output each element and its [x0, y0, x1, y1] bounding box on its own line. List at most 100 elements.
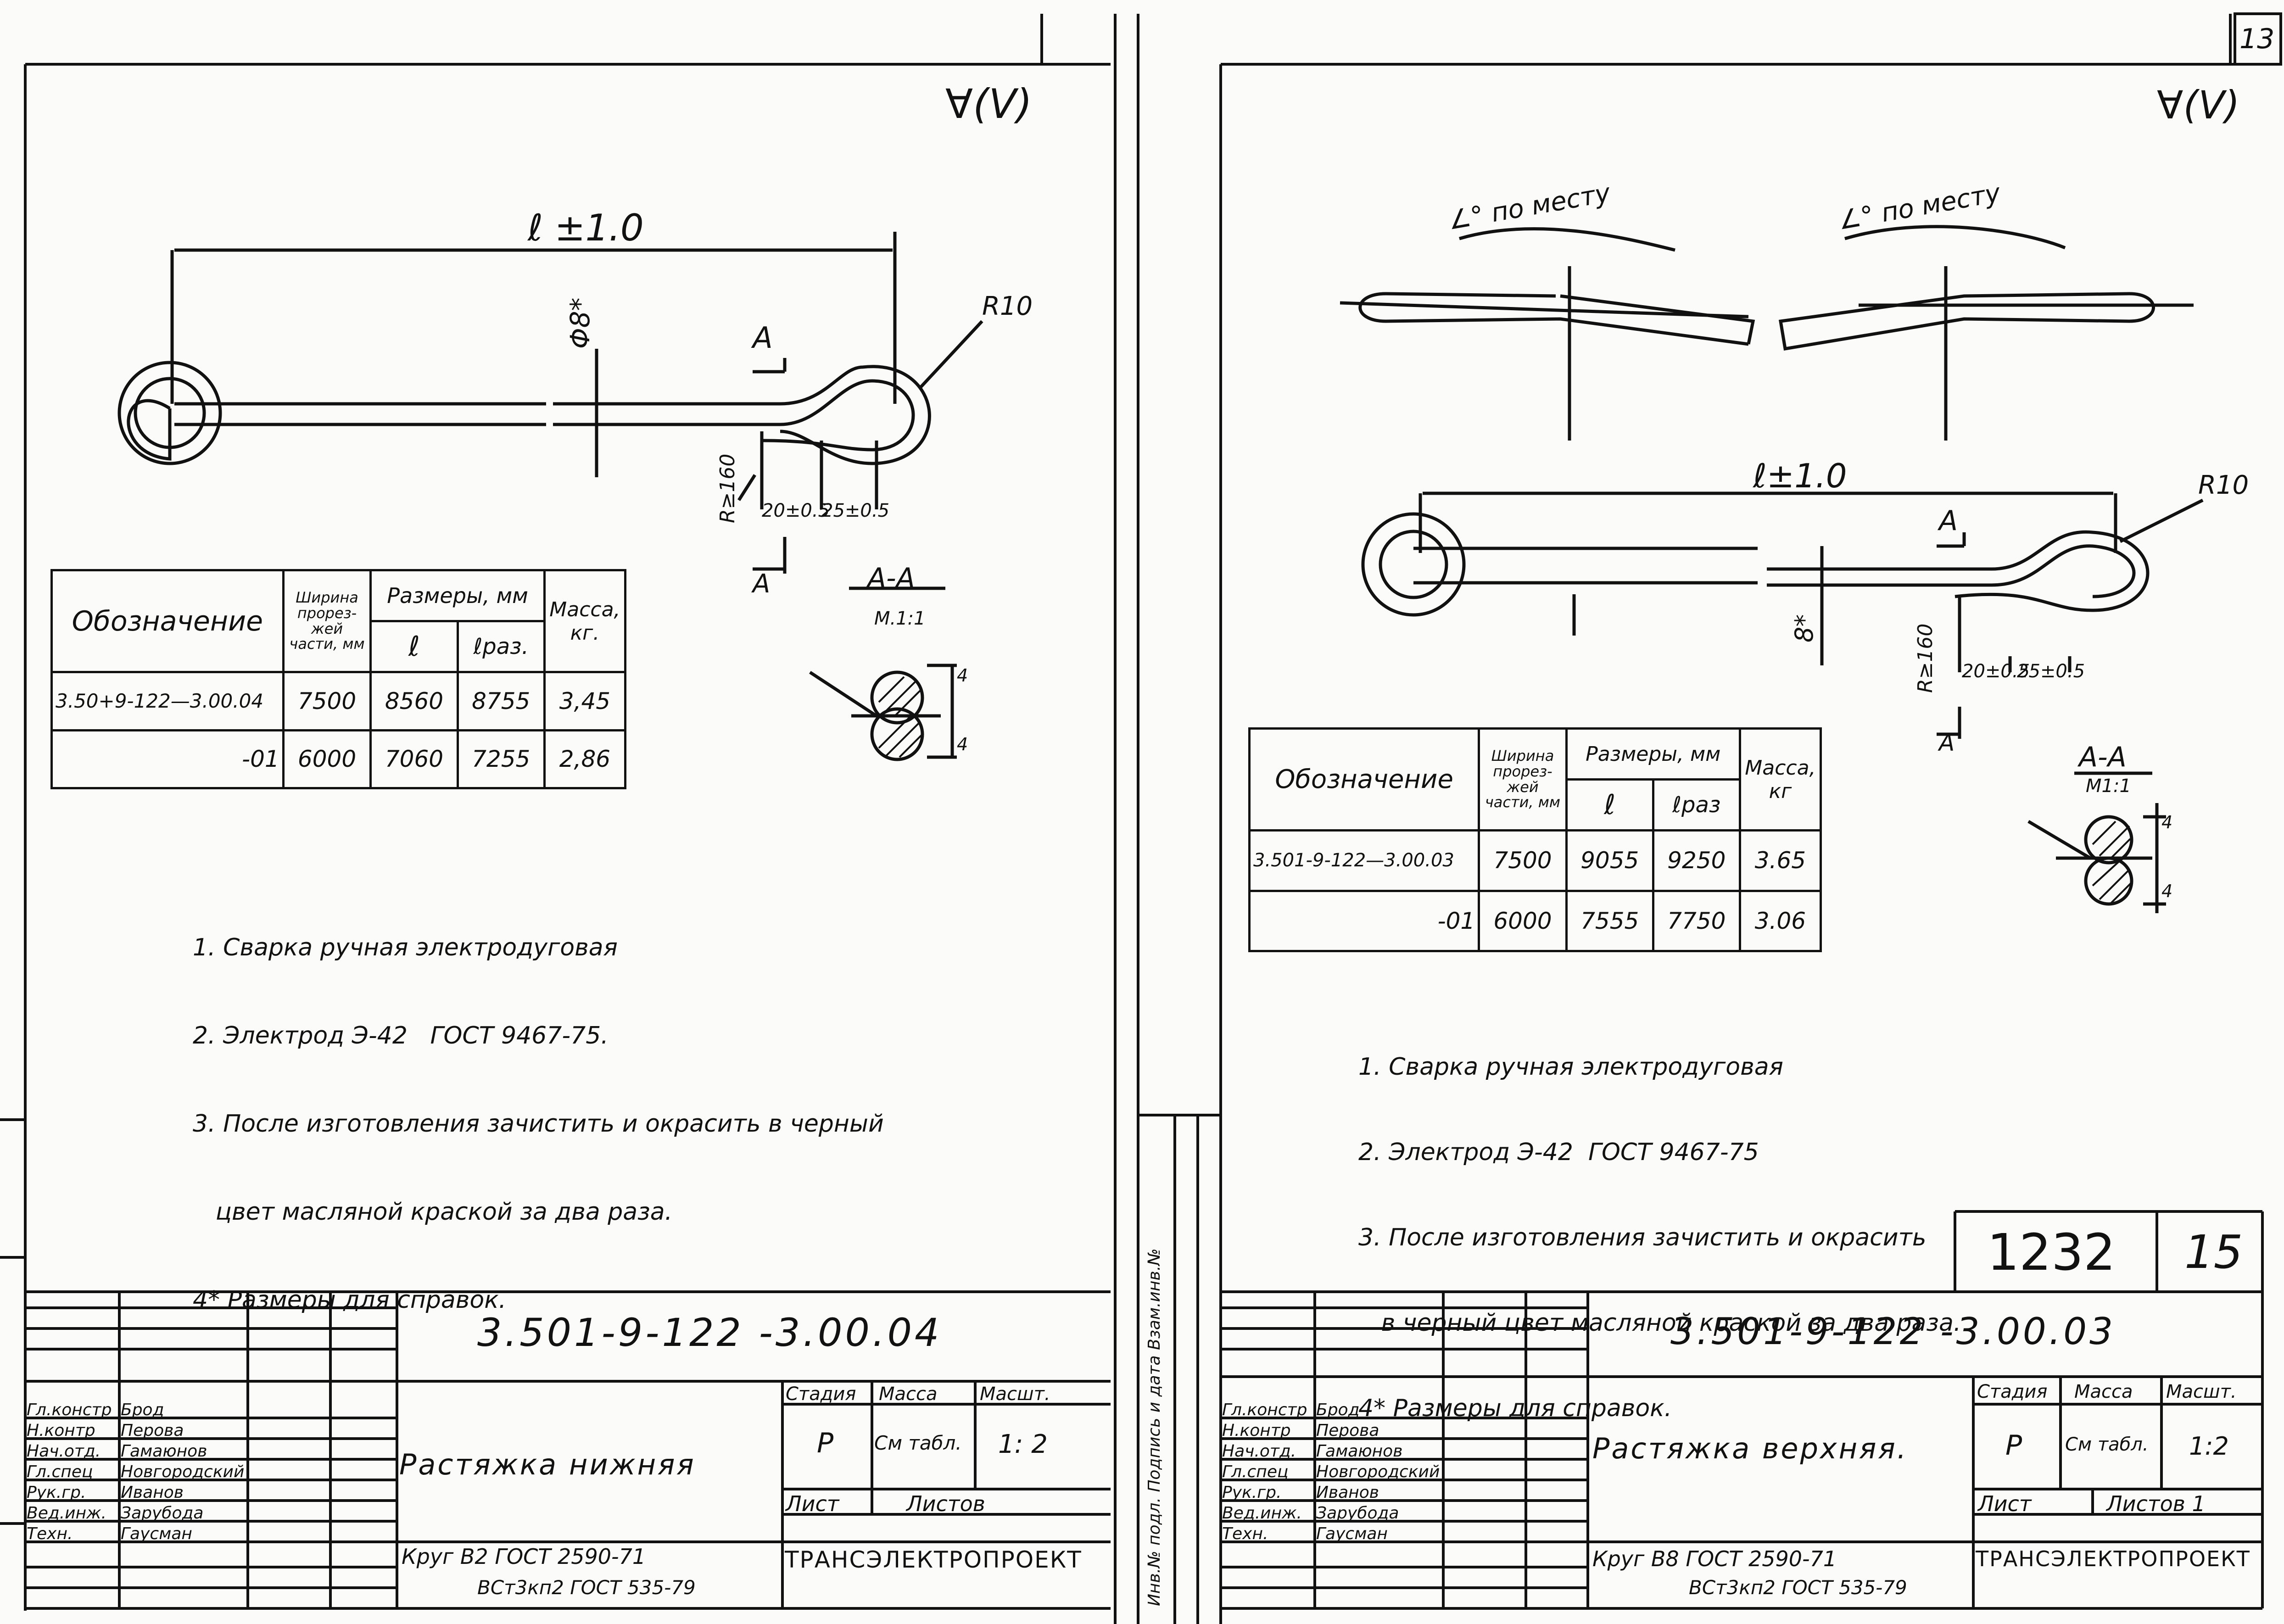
left-col-mass: Масса: [879, 1384, 938, 1405]
left-doc-number: 3.501-9-122 -3.00.04: [477, 1310, 942, 1355]
left-row2-width: 6000: [282, 729, 372, 790]
left-weld-dim-2: 25±0.5: [821, 500, 890, 521]
right-row1-designation: 3.501-9-122—3.00.03: [1248, 829, 1480, 892]
right-scale: 1:2: [2189, 1432, 2229, 1461]
right-sheet-label: Лист: [1978, 1491, 2032, 1516]
left-th-lraz: ℓраз.: [456, 620, 546, 674]
right-sig-row: Вед.инж.Зарубода: [1222, 1503, 1442, 1524]
right-section-mark-top: А: [1939, 505, 1958, 537]
sig-role: Техн.: [27, 1524, 73, 1543]
left-section-scale: М.1:1: [874, 608, 926, 629]
left-col-scale: Масшт.: [980, 1384, 1050, 1405]
right-weld-radius: R≥160: [1914, 623, 1937, 693]
right-row1-lraz: 9250: [1652, 829, 1741, 892]
right-row1-width: 7500: [1478, 829, 1568, 892]
sig-name: Новгородский: [1316, 1462, 1440, 1481]
sig-role: Нач.отд.: [1222, 1442, 1296, 1461]
left-sig-row: Техн.Гаусман: [27, 1524, 247, 1544]
left-note-3b: цвет масляной краской за два раза.: [193, 1198, 673, 1226]
right-length-dimension: ℓ±1.0: [1753, 457, 1847, 495]
left-row2-designation: -01: [50, 729, 285, 790]
left-th-l: ℓ: [369, 620, 459, 674]
left-weld-dim-1: 20±0.5: [762, 500, 830, 521]
right-note-2: 2. Электрод Э-42 ГОСТ 9467-75: [1358, 1138, 1759, 1166]
left-row2-lraz: 7255: [456, 729, 546, 790]
right-weld-dim-1: 20±0.5: [1962, 661, 2030, 682]
sig-role: Гл.констр: [1222, 1401, 1307, 1419]
right-notes: 1. Сварка ручная электродуговая 2. Элект…: [1358, 996, 1961, 1451]
sig-role: Нач.отд.: [27, 1442, 101, 1461]
right-doc-number: 3.501-9-122 -3.00.03: [1670, 1310, 2116, 1353]
right-part-name: Растяжка верхняя.: [1592, 1432, 1908, 1465]
left-row1-l: 8560: [369, 671, 459, 731]
right-row2-lraz: 7750: [1652, 889, 1741, 953]
right-note-1: 1. Сварка ручная электродуговая: [1358, 1053, 1783, 1081]
left-note-1: 1. Сварка ручная электродуговая: [193, 934, 618, 961]
right-th-designation: Обозначение: [1248, 727, 1480, 832]
right-row2-width: 6000: [1478, 889, 1568, 953]
right-section-dim-2: 4: [2161, 881, 2173, 901]
right-th-l: ℓ: [1565, 778, 1654, 832]
right-sig-row: Техн. Гаусман: [1222, 1524, 1442, 1544]
left-mass: См табл.: [874, 1432, 962, 1454]
right-sig-row: Гл.спец Новгородский: [1222, 1462, 1442, 1482]
right-row1-mass: 3.65: [1738, 829, 1822, 892]
right-row1-l: 9055: [1565, 829, 1654, 892]
sig-role: Гл.констр: [27, 1401, 112, 1419]
sig-role: Рук.гр.: [1222, 1483, 1282, 1502]
sig-name: Зарубода: [1316, 1504, 1399, 1523]
sig-name: Брод: [121, 1401, 164, 1419]
right-side-stamp: Инв.№ подл. Подпись и дата Взам.инв.№: [1145, 1248, 1164, 1606]
left-spec-table: Обозначение Ширина прорез- жей части, мм…: [50, 569, 627, 790]
right-section-dim-1: 4: [2161, 812, 2173, 832]
left-material-2: ВСт3кп2 ГОСТ 535-79: [477, 1576, 696, 1599]
left-section-dim-2: 4: [957, 734, 968, 754]
sig-name: Гамаюнов: [121, 1442, 207, 1461]
right-material-2: ВСт3кп2 ГОСТ 535-79: [1689, 1576, 1907, 1599]
right-row2-designation: -01: [1248, 889, 1480, 953]
sig-name: Гаусман: [1316, 1524, 1388, 1543]
right-stage: Р: [2005, 1429, 2022, 1462]
left-row1-lraz: 8755: [456, 671, 546, 731]
left-th-width: Ширина прорез- жей части, мм: [282, 569, 372, 674]
right-page-number: 1232: [1987, 1223, 2116, 1282]
left-diameter-label: Φ8*: [564, 297, 596, 349]
right-corner-number: 13: [2239, 23, 2275, 55]
right-mass: См табл.: [2065, 1434, 2149, 1455]
sig-role: Гл.спец: [1222, 1462, 1289, 1481]
right-row2-mass: 3.06: [1738, 889, 1822, 953]
sig-name: Иванов: [121, 1483, 184, 1502]
left-radius-label: R10: [982, 291, 1033, 321]
left-stage: Р: [817, 1427, 834, 1459]
right-th-width: Ширина прорез- жей части, мм: [1478, 727, 1568, 832]
left-sig-row: Нач.отд. Гамаюнов: [27, 1441, 247, 1462]
sig-role: Техн.: [1222, 1524, 1268, 1543]
left-section-dim-1: 4: [957, 665, 968, 686]
right-note-3b: в черный цвет масляной краской за два ра…: [1358, 1309, 1961, 1337]
left-sig-row: Вед.инж.Зарубода: [27, 1503, 247, 1524]
right-sig-row: Рук.гр.Иванов: [1222, 1482, 1442, 1503]
right-material-1: Круг В8 ГОСТ 2590-71: [1592, 1546, 1837, 1571]
right-th-sizes: Размеры, мм: [1565, 727, 1741, 781]
left-row2-mass: 2,86: [543, 729, 627, 790]
left-note-2: 2. Электрод Э-42 ГОСТ 9467-75.: [193, 1022, 609, 1049]
right-roughness-mark: ∀(V): [2157, 83, 2240, 128]
right-weld-dim-2: 25±0.5: [2017, 661, 2085, 682]
right-col-mass: Масса: [2074, 1381, 2133, 1402]
sig-role: Рук.гр.: [27, 1483, 86, 1502]
left-col-stage: Стадия: [786, 1384, 856, 1405]
left-scale: 1: 2: [998, 1429, 1048, 1459]
right-sheets-label: Листов 1: [2106, 1491, 2206, 1516]
left-row1-designation: 3.50+9-122—3.00.04: [50, 671, 285, 731]
left-sig-row: Гл.констр Брод: [27, 1400, 247, 1420]
right-note-4: 4* Размеры для справок.: [1358, 1395, 1672, 1422]
sig-name: Зарубода: [121, 1504, 204, 1523]
left-note-3: 3. После изготовления зачистить и окраси…: [193, 1110, 884, 1138]
left-section-mark-bottom: А: [753, 569, 771, 599]
